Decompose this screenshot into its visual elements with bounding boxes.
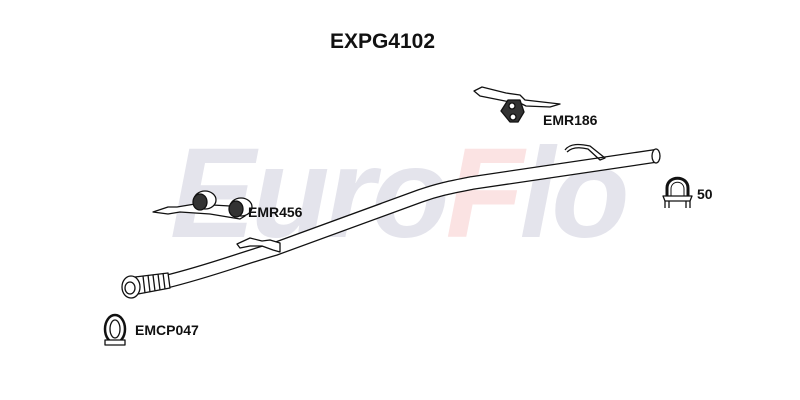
rubber-hanger-bracket-icon — [473, 86, 561, 123]
watermark-f: F — [445, 122, 524, 265]
part-label-emr186: EMR186 — [543, 112, 598, 128]
double-rubber-mount-icon — [152, 190, 253, 220]
flex-bellows — [134, 272, 171, 295]
exhaust-pipe — [121, 143, 661, 299]
watermark-lo: lo — [519, 122, 630, 265]
page-title: EXPG4102 — [329, 30, 436, 53]
euroflo-watermark: EuroFlo — [170, 130, 629, 258]
part-label-emr456: EMR456 — [248, 204, 303, 220]
part-label-emcp047: EMCP047 — [135, 322, 199, 338]
u-bolt-clamp-icon — [662, 176, 693, 208]
part-label-50: 50 — [697, 186, 713, 202]
pipe-clamp-icon — [103, 313, 127, 346]
